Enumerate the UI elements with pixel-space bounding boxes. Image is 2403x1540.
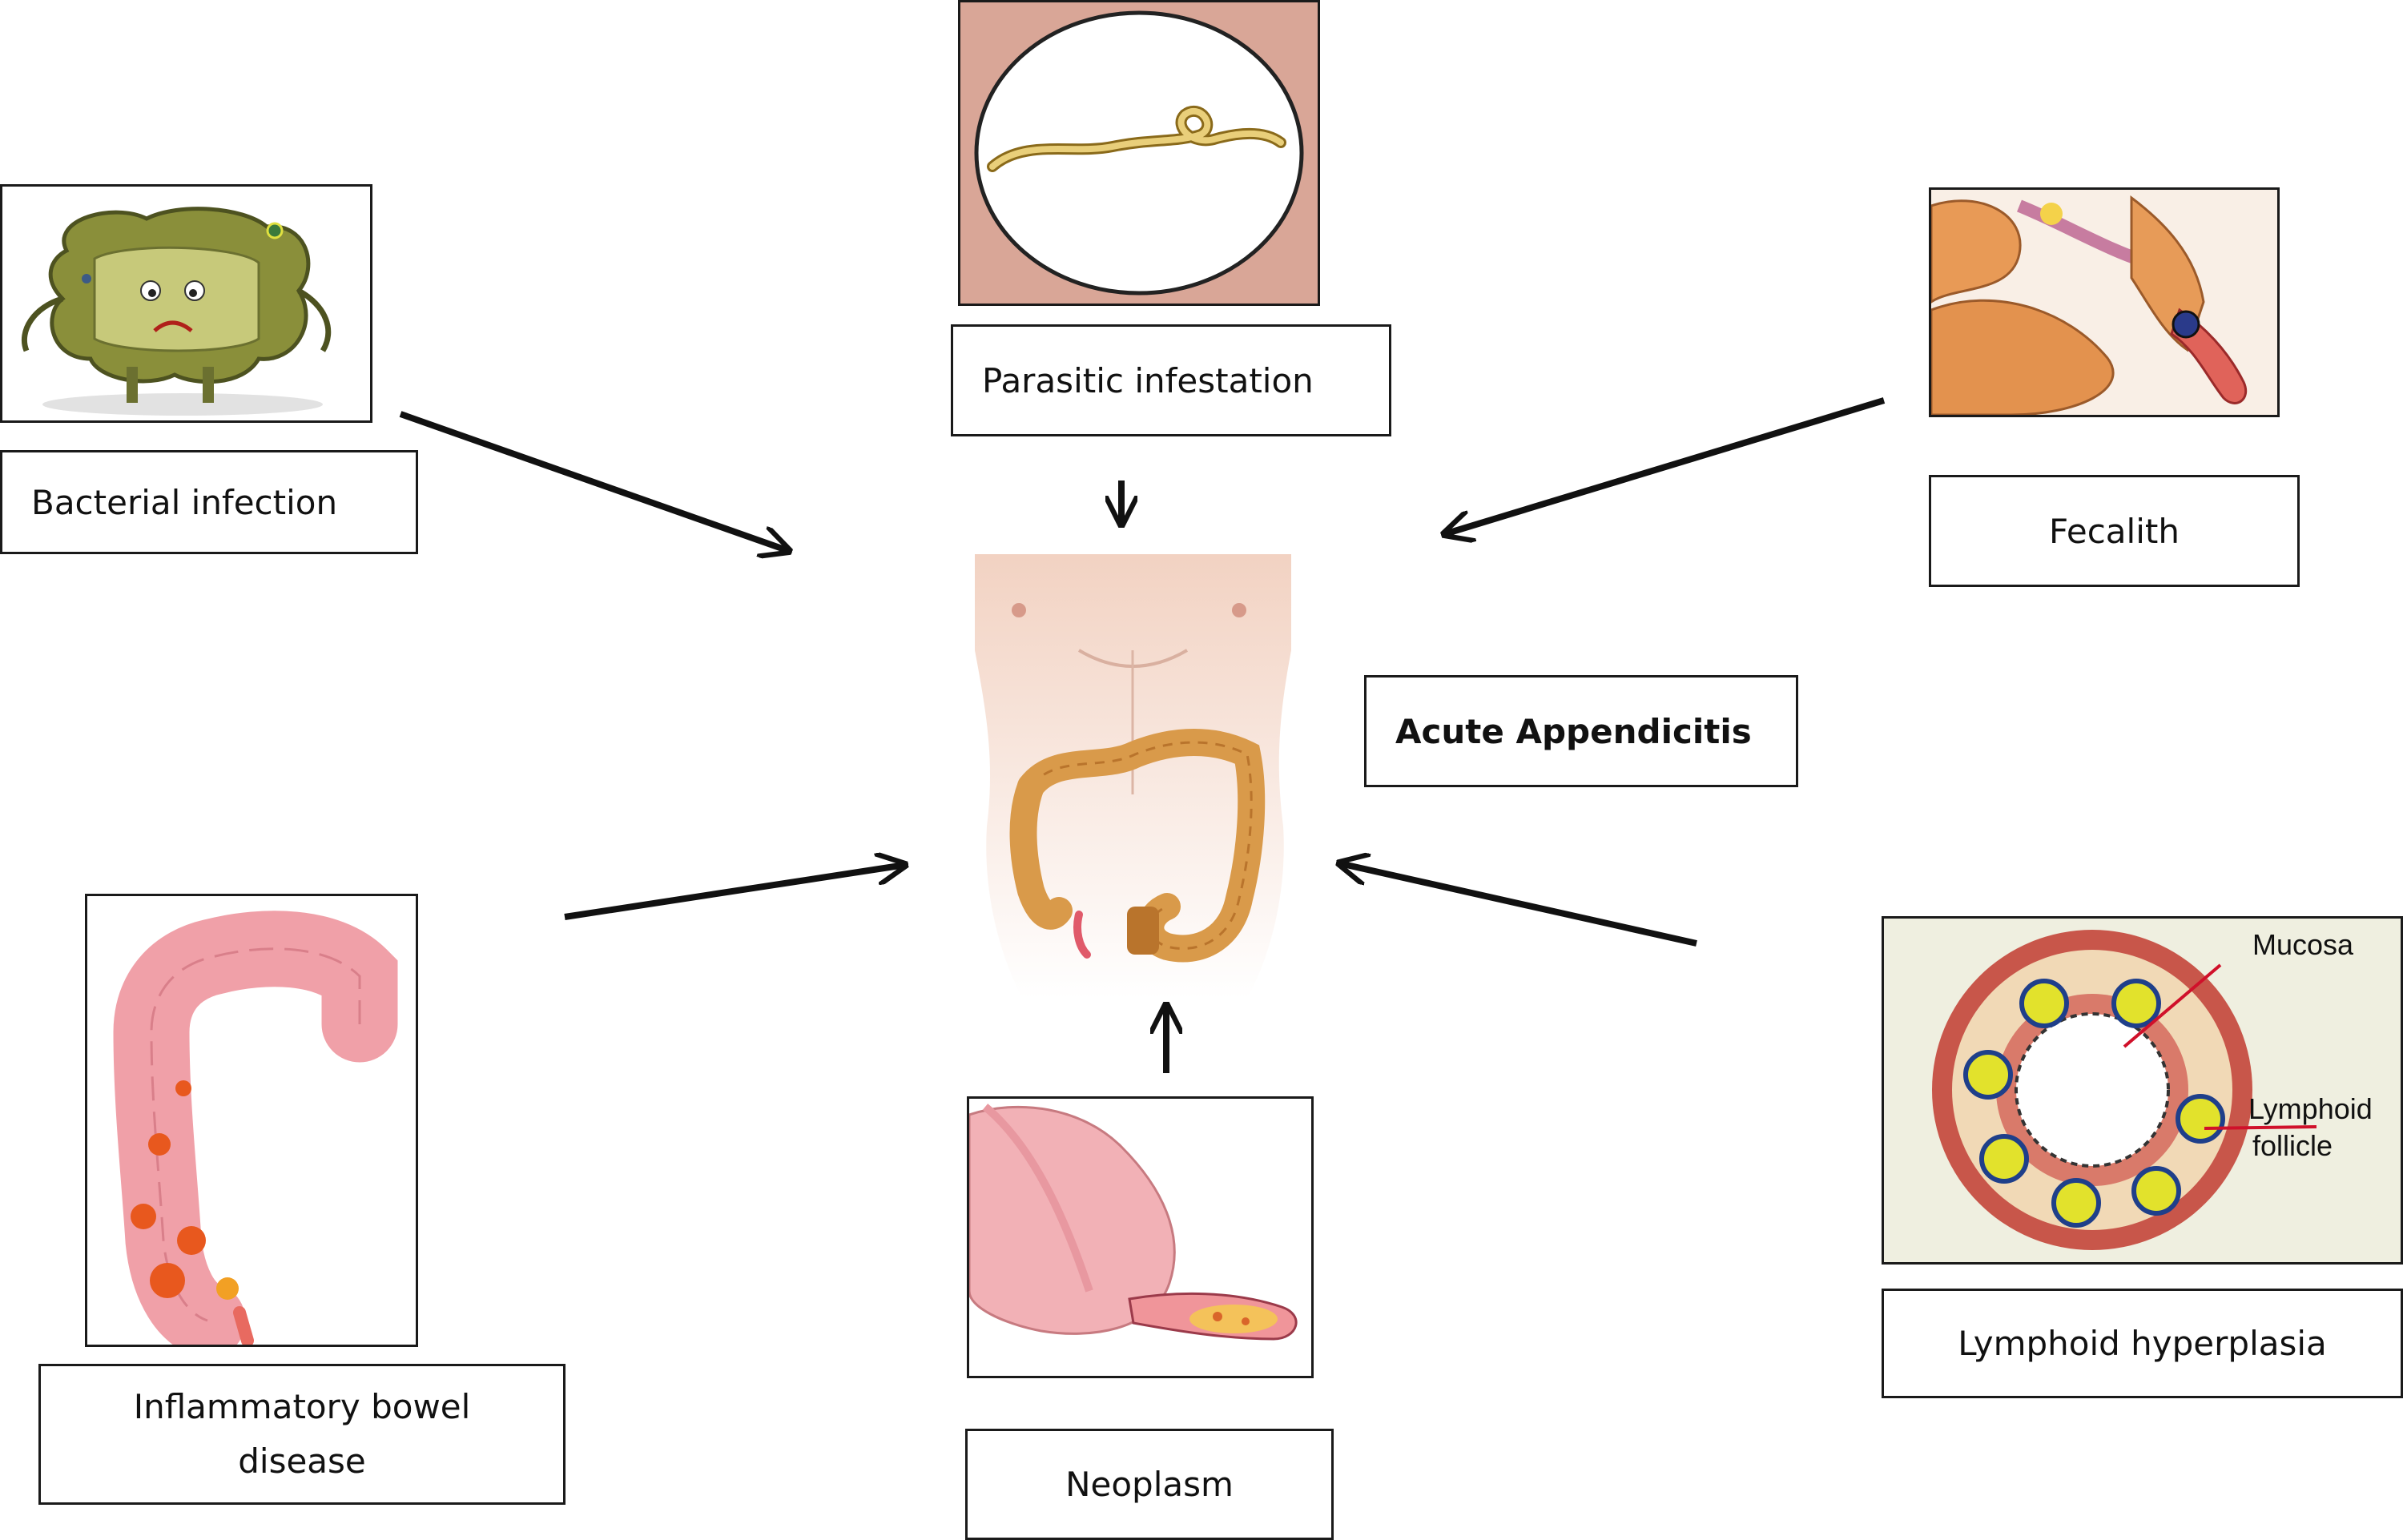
follicle-label-line1: Lymphoid xyxy=(2248,1092,2373,1125)
ibd-label-box: Inflammatory bowel disease xyxy=(38,1364,566,1505)
lymphoid-image: Mucosa Lymphoid follicle xyxy=(1882,916,2403,1265)
parasitic-image xyxy=(958,0,1320,306)
parasitic-label-box: Parasitic infestation xyxy=(951,324,1391,436)
bacterial-label: Bacterial infection xyxy=(31,482,338,522)
bacterial-image xyxy=(0,184,372,423)
arrow-fecalith xyxy=(1444,397,1886,534)
parasitic-label: Parasitic infestation xyxy=(982,360,1314,400)
fecalith-image xyxy=(1929,187,2280,417)
ibd-label-line2: disease xyxy=(238,1441,366,1481)
outcome-label: Acute Appendicitis xyxy=(1395,711,1752,751)
bacterial-label-box: Bacterial infection xyxy=(0,450,418,554)
mucosa-label: Mucosa xyxy=(2252,928,2354,961)
neoplasm-label-box: Neoplasm xyxy=(965,1429,1334,1540)
follicle-label-line2: follicle xyxy=(2252,1129,2333,1162)
outcome-box: Acute Appendicitis xyxy=(1364,675,1798,787)
arrow-bacterial xyxy=(399,411,789,551)
torso-image xyxy=(975,554,1291,999)
arrow-ibd xyxy=(564,865,905,920)
ibd-image xyxy=(85,894,418,1347)
ibd-label-line1: Inflammatory bowel xyxy=(133,1387,471,1426)
fecalith-label: Fecalith xyxy=(2049,511,2180,551)
neoplasm-label: Neoplasm xyxy=(1065,1465,1234,1504)
lymphoid-label-box: Lymphoid hyperplasia xyxy=(1882,1289,2403,1398)
arrow-lymphoid xyxy=(1339,863,1697,947)
neoplasm-image xyxy=(967,1096,1314,1378)
lymphoid-label: Lymphoid hyperplasia xyxy=(1958,1324,2327,1363)
fecalith-label-box: Fecalith xyxy=(1929,475,2300,587)
